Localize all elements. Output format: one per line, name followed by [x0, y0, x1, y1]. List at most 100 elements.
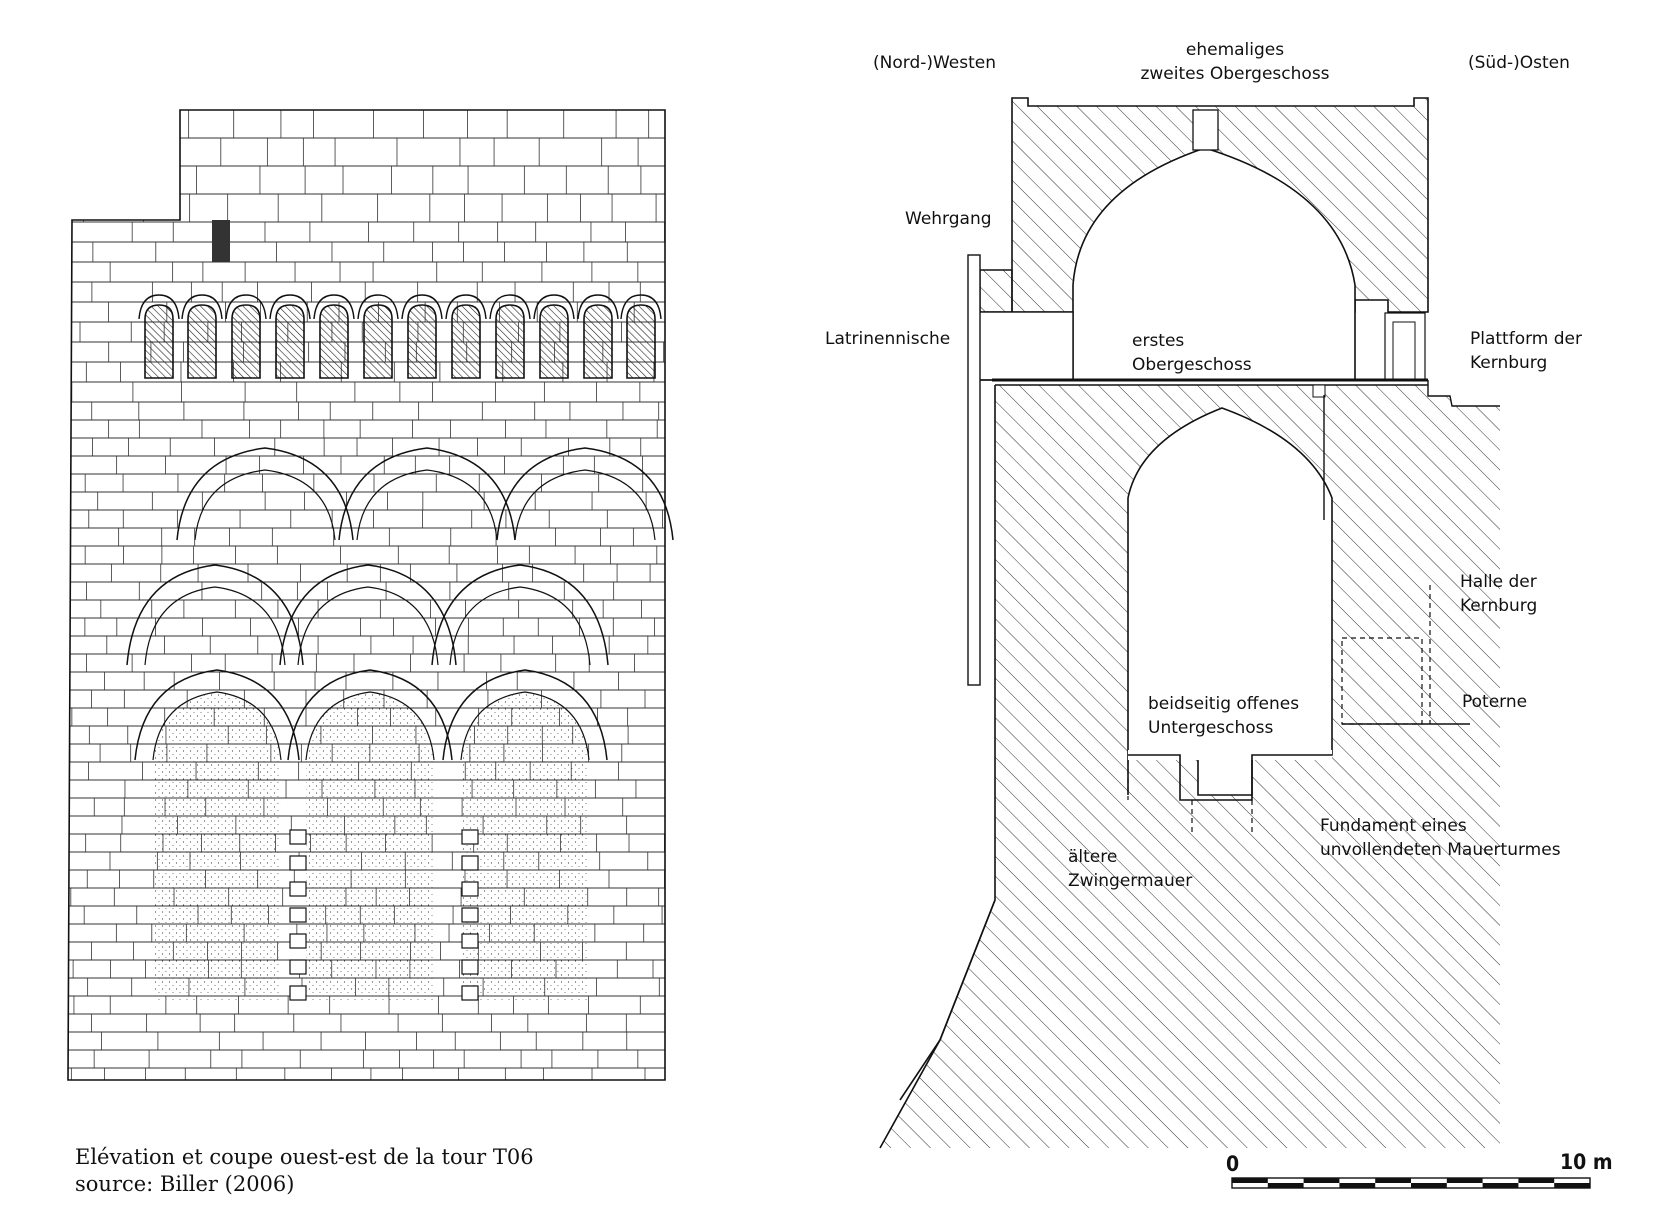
arch-recess: [153, 692, 281, 1000]
label-zwinger-line2: Zwingermauer: [1068, 871, 1193, 891]
scale-start-label: 0: [1226, 1152, 1240, 1176]
outer-wall: [967, 254, 981, 686]
arch-inner: [297, 586, 439, 666]
latrine-niche: [974, 311, 1074, 381]
label-ehemaliges-line1: ehemaliges: [1185, 40, 1285, 60]
arch-outer: [134, 669, 300, 761]
scale-segment: [1411, 1183, 1447, 1188]
label-fundament: Fundament eines unvollendeten Mauerturme…: [1320, 814, 1561, 862]
arched-window: [451, 304, 481, 379]
arch-inner: [356, 469, 498, 541]
arched-window: [495, 304, 525, 379]
arched-window: [187, 304, 217, 379]
arch-outer: [126, 564, 304, 666]
label-zwinger-line1: ältere: [1068, 847, 1118, 867]
putlog-hole: [289, 907, 307, 923]
arch-outer: [279, 564, 457, 666]
label-untergeschoss: beidseitig offenes Untergeschoss: [1148, 692, 1299, 740]
arched-window: [319, 304, 349, 379]
arch-outer: [496, 447, 674, 541]
label-poterne: Poterne: [1462, 692, 1528, 712]
label-erstes-line1: erstes: [1132, 331, 1185, 351]
arch-inner: [194, 469, 336, 541]
arched-window: [363, 304, 393, 379]
putlog-hole: [289, 881, 307, 897]
scale-segment: [1303, 1178, 1340, 1183]
label-plattform: Plattform der Kernburg: [1470, 327, 1582, 375]
putlog-hole: [289, 829, 307, 845]
wehrgang-ledge: [979, 269, 1013, 313]
arch-outer: [442, 669, 608, 761]
label-plattform-line1: Plattform der: [1470, 329, 1583, 349]
label-nord-westen: (Nord-)Westen: [873, 53, 997, 73]
basement-vault: [1127, 407, 1333, 796]
dashed-foundations: [1127, 585, 1431, 835]
label-latrinennische: Latrinennische: [825, 329, 951, 349]
arch-recess: [461, 692, 589, 1000]
scale-bar: [1231, 1177, 1591, 1189]
label-untergeschoss-line2: Untergeschoss: [1148, 718, 1274, 738]
label-erstes-obergeschoss: erstes Obergeschoss: [1132, 329, 1252, 377]
putlog-hole: [461, 829, 479, 845]
scale-end-label: 10 m: [1560, 1150, 1613, 1174]
arched-window: [407, 304, 437, 379]
label-fundament-line2: unvollendeten Mauerturmes: [1320, 840, 1561, 860]
scale-segment: [1375, 1178, 1411, 1183]
putlog-hole: [461, 985, 479, 1001]
label-sued-osten: (Süd-)Osten: [1468, 53, 1570, 73]
arched-window: [144, 304, 174, 379]
arch-outer: [176, 447, 354, 541]
putlog-hole: [289, 855, 307, 871]
arched-window: [626, 304, 656, 379]
arch-outer: [431, 564, 609, 666]
tower-elevation: [67, 109, 674, 1081]
window-arcade: [138, 220, 662, 379]
tower-section: [879, 97, 1500, 1149]
putlog-hole: [461, 933, 479, 949]
arch-inner: [514, 469, 656, 541]
caption-title: Elévation et coupe ouest-est de la tour …: [75, 1145, 534, 1169]
label-untergeschoss-line1: beidseitig offenes: [1148, 694, 1300, 714]
label-ehemaliges: ehemaliges zweites Obergeschoss: [1110, 38, 1360, 86]
label-plattform-line2: Kernburg: [1470, 353, 1548, 373]
scale-segment: [1518, 1178, 1555, 1183]
putlog-hole: [461, 959, 479, 975]
wall-openings: [289, 829, 479, 1001]
putlog-hole: [289, 959, 307, 975]
label-halle: Halle der Kernburg: [1460, 570, 1537, 618]
scale-segment: [1554, 1183, 1590, 1188]
arch-recess: [306, 692, 434, 1000]
putlog-hole: [461, 881, 479, 897]
arched-window: [275, 304, 305, 379]
scale-segment: [1482, 1183, 1519, 1188]
vault-opening: [1192, 109, 1219, 151]
label-wehrgang: Wehrgang: [905, 209, 992, 229]
putlog-hole: [461, 907, 479, 923]
label-zwingermauer: ältere Zwingermauer: [1068, 845, 1192, 893]
arched-window: [539, 304, 569, 379]
arch-outer: [338, 447, 516, 541]
caption-source: source: Biller (2006): [75, 1172, 295, 1196]
lower-wall: [880, 385, 1500, 1148]
scale-segment: [1267, 1183, 1304, 1188]
arched-window: [231, 304, 261, 379]
label-halle-line2: Kernburg: [1460, 596, 1538, 616]
tower-outline: [67, 109, 666, 1081]
blind-arches: [126, 447, 674, 1000]
putlog-hole: [289, 985, 307, 1001]
scale-segment: [1446, 1178, 1483, 1183]
platform-door: [1384, 312, 1426, 381]
label-ehemaliges-line2: zweites Obergeschoss: [1140, 64, 1330, 84]
scale-segment: [1339, 1183, 1376, 1188]
scale-segment: [1232, 1178, 1268, 1183]
putlog-hole: [289, 933, 307, 949]
parapet-slot: [212, 220, 230, 262]
label-halle-line1: Halle der: [1460, 572, 1537, 592]
arched-window: [583, 304, 613, 379]
label-fundament-line1: Fundament eines: [1320, 816, 1467, 836]
arch-outer: [287, 669, 453, 761]
arch-inner: [144, 586, 286, 666]
arch-inner: [449, 586, 591, 666]
